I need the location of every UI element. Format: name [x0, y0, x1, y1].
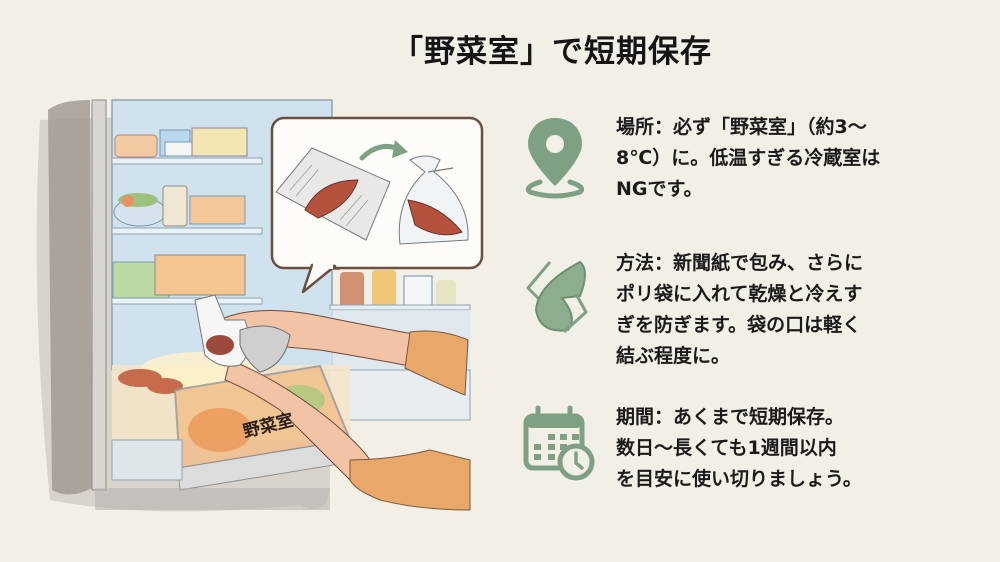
text-line: 場所：必ず「野菜室」（約3〜 [616, 116, 867, 138]
calendar-clock-icon [520, 402, 595, 482]
text-line: 方法：新聞紙で包み、さらに [616, 252, 864, 274]
text-line: 8℃）に。低温すぎる冷蔵室は [616, 147, 881, 169]
text-line: 期間：あくまで短期保存。 [616, 406, 845, 428]
period-text: 期間：あくまで短期保存。 数日〜長くても1週間以内 を目安に使い切りましょう。 [616, 402, 976, 495]
fridge-scene [36, 99, 484, 512]
text-line: 数日〜長くても1週間以内 [616, 437, 837, 459]
text-line: 結ぶ程度に。 [616, 345, 731, 367]
page-title: 「野菜室」で短期保存 [392, 34, 712, 70]
fridge-illustration: 野菜室 [36, 99, 484, 512]
info-item-period: 期間：あくまで短期保存。 数日〜長くても1週間以内 を目安に使い切りましょう。 [520, 402, 990, 542]
info-item-method: 方法：新聞紙で包み、さらに ポリ袋に入れて乾燥と冷えす ぎを防ぎます。袋の口は軽… [520, 248, 990, 388]
method-text: 方法：新聞紙で包み、さらに ポリ袋に入れて乾燥と冷えす ぎを防ぎます。袋の口は軽… [616, 248, 976, 372]
text-line: を目安に使い切りましょう。 [616, 468, 862, 490]
location-text: 場所：必ず「野菜室」（約3〜 8℃）に。低温すぎる冷蔵室は NGです。 [616, 112, 976, 205]
text-line: ポリ袋に入れて乾燥と冷えす [616, 283, 863, 305]
wrap-paper-icon [520, 248, 590, 334]
info-item-location: 場所：必ず「野菜室」（約3〜 8℃）に。低温すぎる冷蔵室は NGです。 [520, 112, 990, 252]
text-line: NGです。 [616, 178, 703, 200]
text-line: ぎを防ぎます。袋の口は軽く [616, 314, 862, 336]
location-pin-icon [520, 112, 590, 199]
